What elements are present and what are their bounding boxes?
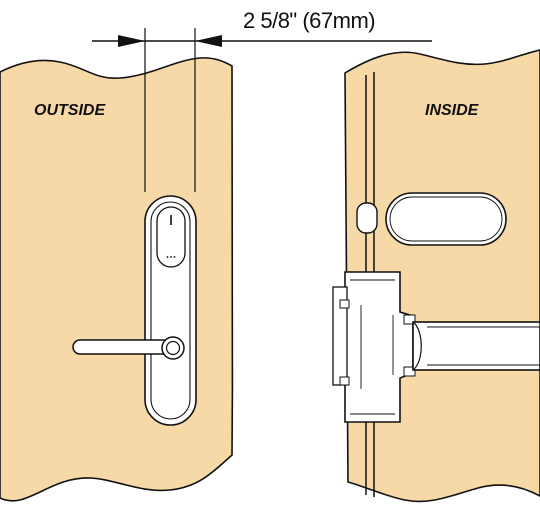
chassis-tab (403, 366, 416, 377)
lever-rose-inner (165, 340, 181, 356)
dimension-label: 2 5/8" (67mm) (243, 8, 376, 33)
inside-oval-housing (385, 192, 507, 246)
outside-label: OUTSIDE (34, 102, 106, 119)
inside-push-bar (412, 321, 540, 371)
inside-thumbturn-stem (356, 202, 378, 234)
dimension-arrow-right (195, 35, 222, 47)
chassis-tab (339, 376, 350, 386)
chassis-tab (339, 299, 350, 309)
push-bar-collar (412, 321, 422, 371)
outside-escutcheon-inner (150, 201, 191, 420)
outside-lever-handle (72, 339, 169, 355)
inside-oval-housing-inner (389, 196, 503, 242)
reader-dot (166, 256, 169, 258)
inside-label: INSIDE (425, 102, 479, 119)
reader-dot (173, 256, 176, 258)
dimension-arrow-left (118, 35, 145, 47)
reader-dot (170, 256, 172, 258)
outside-door-panel (0, 57, 234, 502)
card-reader-window (156, 206, 186, 268)
chassis-tab (403, 314, 416, 325)
